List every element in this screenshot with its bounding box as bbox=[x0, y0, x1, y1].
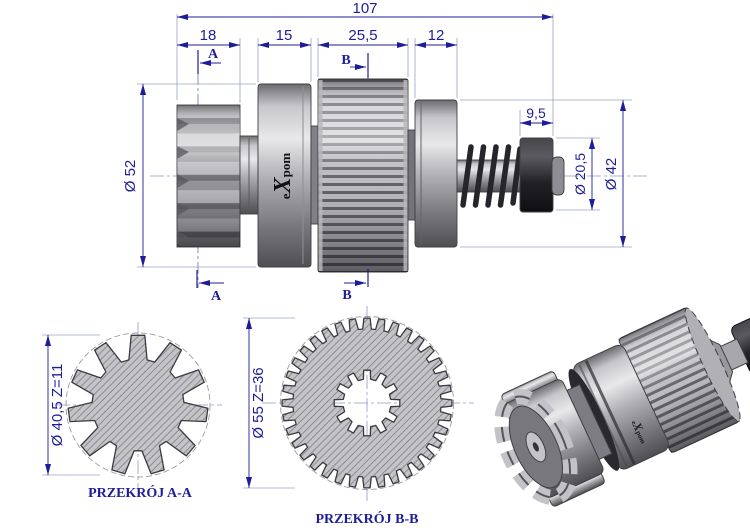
aa-tip-circle bbox=[65, 332, 211, 478]
neck bbox=[407, 129, 416, 221]
marker-a-top-label: A bbox=[208, 47, 219, 62]
section-bb-gear bbox=[281, 317, 453, 489]
dim-spline-len: 25,5 bbox=[348, 27, 377, 44]
pinion-shade bbox=[177, 105, 240, 247]
main-view: eXpom 107 18 15 bbox=[122, 0, 648, 304]
dim-stop-len: 9,5 bbox=[526, 105, 546, 121]
3d-spline-shade bbox=[618, 306, 741, 454]
render-3d: eXpom bbox=[494, 306, 750, 507]
dim-total: 107 bbox=[352, 0, 377, 17]
section-aa-view: Ø 40,5 Z=11 PRZEKRÓJ A-A bbox=[42, 322, 222, 501]
spline-shade bbox=[318, 79, 408, 272]
dim-housing-len: 15 bbox=[276, 27, 293, 44]
spring bbox=[460, 144, 523, 208]
spline-left-edge bbox=[318, 80, 323, 271]
logo-e-3d: e bbox=[630, 420, 639, 426]
3d-pinion-hole bbox=[532, 442, 539, 452]
bb-label: Ø 55 Z=36 bbox=[250, 367, 267, 438]
aa-label: Ø 40,5 Z=11 bbox=[49, 364, 66, 447]
logo-x: X bbox=[270, 176, 296, 194]
section-bb-view: Ø 55 Z=36 PRZEKRÓJ B-B bbox=[243, 306, 474, 527]
dim-guide-len: 12 bbox=[428, 27, 445, 44]
marker-b-bottom-label: B bbox=[342, 288, 351, 303]
marker-b-top-label: B bbox=[341, 53, 350, 68]
3d-spline-end bbox=[684, 307, 741, 422]
step-ring bbox=[310, 125, 319, 225]
logo-e: e bbox=[278, 193, 293, 199]
logo-pom: pom bbox=[278, 153, 293, 178]
spline-right-edge bbox=[403, 80, 408, 271]
dia-guide-label: Ø 42 bbox=[603, 158, 620, 191]
bb-tip-circle bbox=[280, 316, 454, 490]
dia-housing-label: Ø 52 bbox=[122, 160, 139, 193]
dim-pinion-len: 18 bbox=[200, 27, 217, 44]
bb-caption: PRZEKRÓJ B-B bbox=[315, 510, 418, 527]
3d-housing-groove1 bbox=[578, 364, 628, 467]
main-view-part: eXpom bbox=[176, 78, 565, 273]
pinion-chamfers bbox=[177, 118, 189, 244]
3d-pinion-teeth-ring-outline bbox=[500, 395, 572, 499]
3d-housing-groove2 bbox=[584, 359, 636, 465]
aa-caption: PRZEKRÓJ A-A bbox=[88, 484, 193, 501]
dimensions: 107 18 15 25,5 12 9,5 Ø 52 Ø 20,5 Ø 42 bbox=[122, 0, 626, 267]
section-markers: A B A B bbox=[196, 47, 369, 304]
logo-expom-main: eXpom bbox=[270, 153, 296, 200]
section-aa-gear bbox=[67, 334, 209, 475]
marker-a-bottom-label: A bbox=[211, 289, 222, 304]
stop-nut bbox=[519, 137, 554, 213]
shaft-tip bbox=[551, 156, 565, 196]
dia-stop-label: Ø 20,5 bbox=[572, 153, 588, 195]
